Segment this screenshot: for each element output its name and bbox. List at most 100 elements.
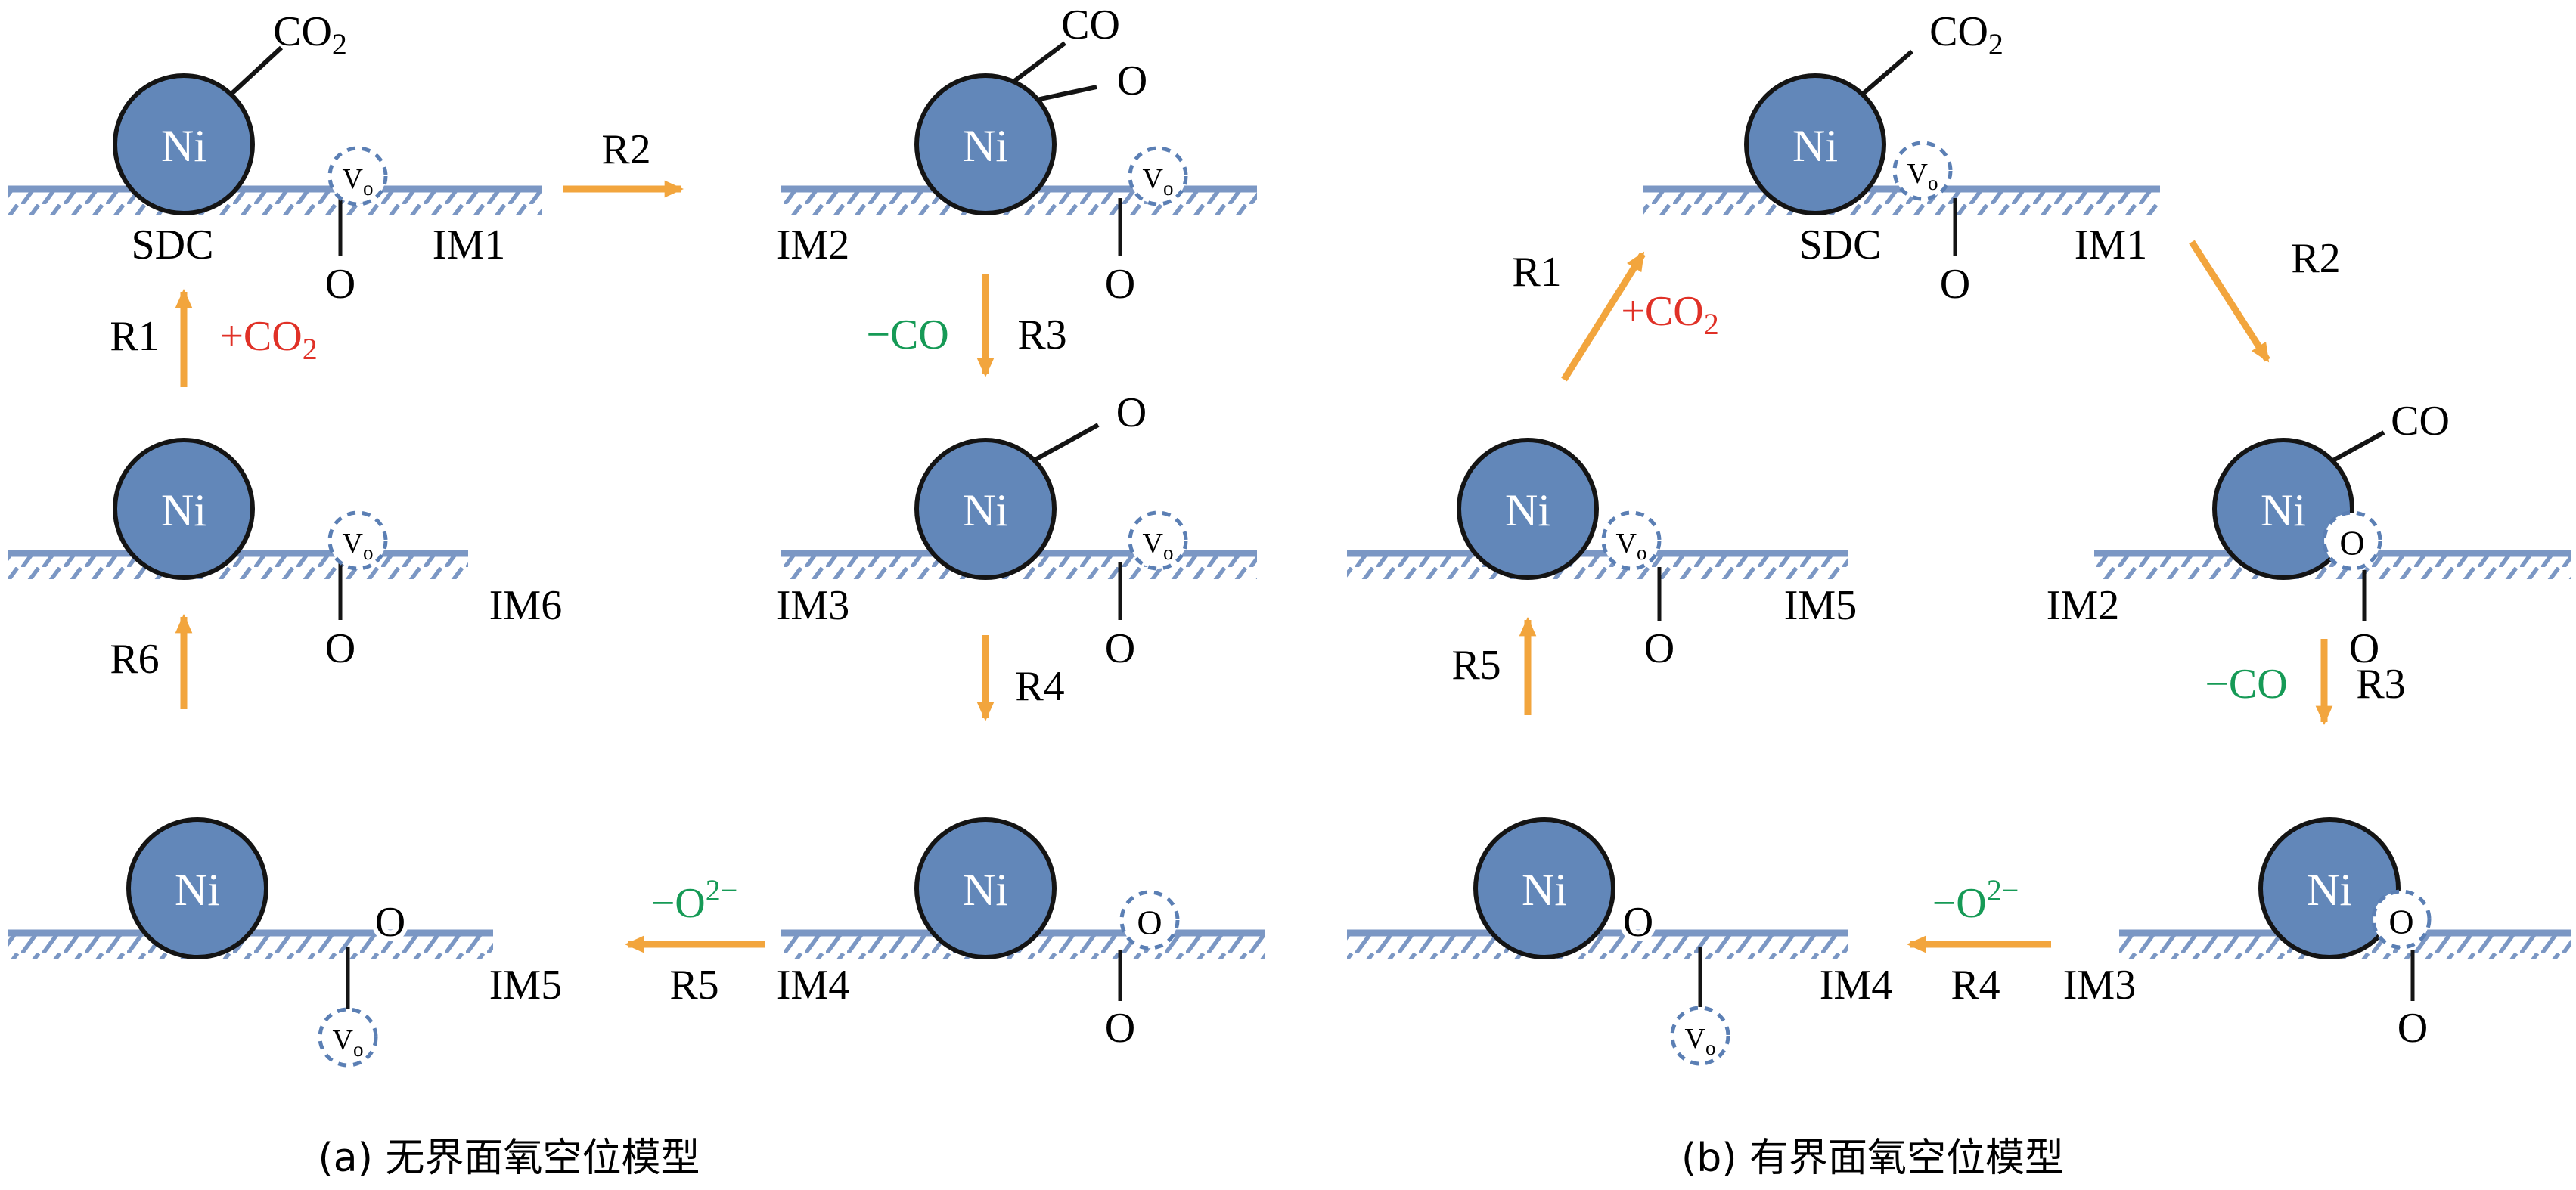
minus-co-label: −CO (866, 311, 948, 358)
sdc-label: SDC (132, 222, 214, 268)
ni-label: Ni (963, 865, 1008, 915)
oxygen-vacancy-circle (1670, 1006, 1730, 1066)
panel-a: O Ni CO2 Vo SDC IM1 R2 O Ni CO O (8, 2, 1265, 1181)
subsurface-oxygen-label: O (325, 261, 355, 308)
ni-particle (2258, 817, 2401, 959)
vo-label: Vo (1143, 528, 1174, 564)
ni-label: Ni (161, 485, 206, 535)
oxygen-vacancy-circle (1128, 510, 1188, 571)
interface-lattice-oxygen-circle (2322, 510, 2382, 571)
caption-a: (a) 无界面氧空位模型 (318, 1136, 700, 1181)
im4-label: IM4 (1820, 962, 1892, 1009)
ni-label: Ni (2307, 865, 2352, 915)
surface-oxygen-label: O (1623, 899, 1653, 946)
plus-co2-label: +CO2 (1621, 288, 1718, 341)
co-label: CO (1061, 2, 1120, 48)
b-im5: O Ni Vo IM5 (1347, 438, 1857, 672)
r6-label: R6 (110, 636, 159, 683)
ni-label: Ni (1792, 121, 1838, 171)
ni-label: Ni (963, 121, 1008, 171)
subsurface-oxygen-label: O (1105, 625, 1135, 672)
r3-label: R3 (1017, 311, 1066, 358)
im1-label: IM1 (2075, 222, 2147, 268)
ni-label: Ni (175, 865, 220, 915)
a-step-r3: −CO R3 (866, 274, 1067, 377)
a-im5: Vo Ni O IM5 (8, 817, 562, 1068)
co2-label: CO2 (1929, 8, 2003, 61)
vo-label: Vo (1616, 528, 1647, 564)
a-im3: O Ni O Vo IM3 (777, 389, 1257, 672)
ni-label: Ni (963, 485, 1008, 535)
interface-lattice-oxygen-circle (2371, 889, 2432, 950)
minus-o2-label: −O2− (1932, 873, 2019, 928)
r5-label: R5 (1451, 642, 1501, 689)
ni-particle (1744, 73, 1886, 215)
b-step-r5: R5 (1451, 617, 1537, 715)
o-bond (1032, 85, 1097, 103)
im4-label: IM4 (777, 962, 849, 1009)
plus-co2-label: +CO2 (219, 313, 317, 366)
o-label: O (1116, 389, 1147, 436)
co2-bond (228, 45, 284, 97)
panel-b: O Ni CO2 Vo SDC IM1 R1 +CO2 R2 O (1347, 8, 2571, 1181)
vo-label: Vo (1143, 163, 1174, 200)
im3-label: IM3 (777, 582, 849, 629)
ni-particle (1457, 438, 1599, 580)
ni-particle (2212, 438, 2354, 580)
o-bond (1032, 423, 1100, 463)
co-label: CO (2391, 398, 2450, 445)
oxygen-vacancy-circle (318, 1007, 378, 1068)
b-step-r2: R2 (2189, 235, 2341, 363)
r2-label: R2 (601, 126, 650, 173)
ni-label: Ni (1522, 865, 1567, 915)
b-im3: O Ni O IM3 (2063, 817, 2571, 1052)
surface-oxygen-label: O (375, 899, 405, 946)
subsurface-oxygen-label: O (2398, 1005, 2428, 1052)
r1-label: R1 (110, 313, 159, 360)
b-im4: Vo Ni O IM4 (1347, 817, 1892, 1066)
lattice-oxygen-label: O (2339, 524, 2364, 562)
ni-particle (914, 817, 1057, 959)
r4-label: R4 (1015, 663, 1064, 710)
ni-particle (1473, 817, 1615, 959)
vo-label: Vo (1907, 158, 1938, 194)
co-bond (1012, 41, 1066, 84)
surface-hatch (8, 192, 542, 215)
lattice-oxygen-label: O (1137, 903, 1162, 942)
a-im1: O Ni CO2 Vo SDC IM1 (8, 8, 542, 308)
ni-label: Ni (161, 121, 206, 171)
a-step-r4: R4 (976, 635, 1065, 721)
r5-label: R5 (669, 962, 718, 1009)
subsurface-oxygen-label: O (1105, 261, 1135, 308)
b-step-r1: R1 +CO2 (1512, 249, 1719, 382)
b-step-r4: −O2− R4 (1907, 873, 2051, 1009)
vo-label: Vo (333, 1024, 364, 1061)
subsurface-oxygen-label: O (1940, 261, 1970, 308)
subsurface-oxygen-label: O (1105, 1005, 1135, 1052)
a-step-r1: R1 +CO2 (110, 289, 318, 387)
a-im4: O Ni O IM4 (777, 817, 1265, 1052)
subsurface-oxygen-label: O (1644, 625, 1674, 672)
a-step-r2: R2 (563, 126, 684, 198)
ni-particle (113, 438, 255, 580)
co2-bond (1861, 49, 1913, 97)
r1-arrow (1561, 251, 1646, 382)
subsurface-oxygen-label: O (325, 625, 355, 672)
ni-particle (914, 438, 1057, 580)
b-im1: O Ni CO2 Vo SDC IM1 (1643, 8, 2160, 308)
im2-label: IM2 (2047, 582, 2119, 629)
im5-label: IM5 (489, 962, 562, 1009)
ni-particle (914, 73, 1057, 215)
a-im6: O Ni Vo IM6 (8, 438, 562, 672)
surface-hatch (1643, 192, 2160, 215)
a-step-r5: −O2− R5 (625, 873, 765, 1009)
interface-oxygen-vacancy-circle (1601, 510, 1662, 571)
ni-label: Ni (1505, 485, 1550, 535)
interface-oxygen-vacancy-circle (1892, 141, 1953, 201)
co2-label: CO2 (273, 8, 347, 61)
surface-hatch (1347, 936, 1848, 959)
caption-b: (b) 有界面氧空位模型 (1681, 1136, 2064, 1181)
im6-label: IM6 (489, 582, 562, 629)
im1-label: IM1 (433, 222, 505, 268)
